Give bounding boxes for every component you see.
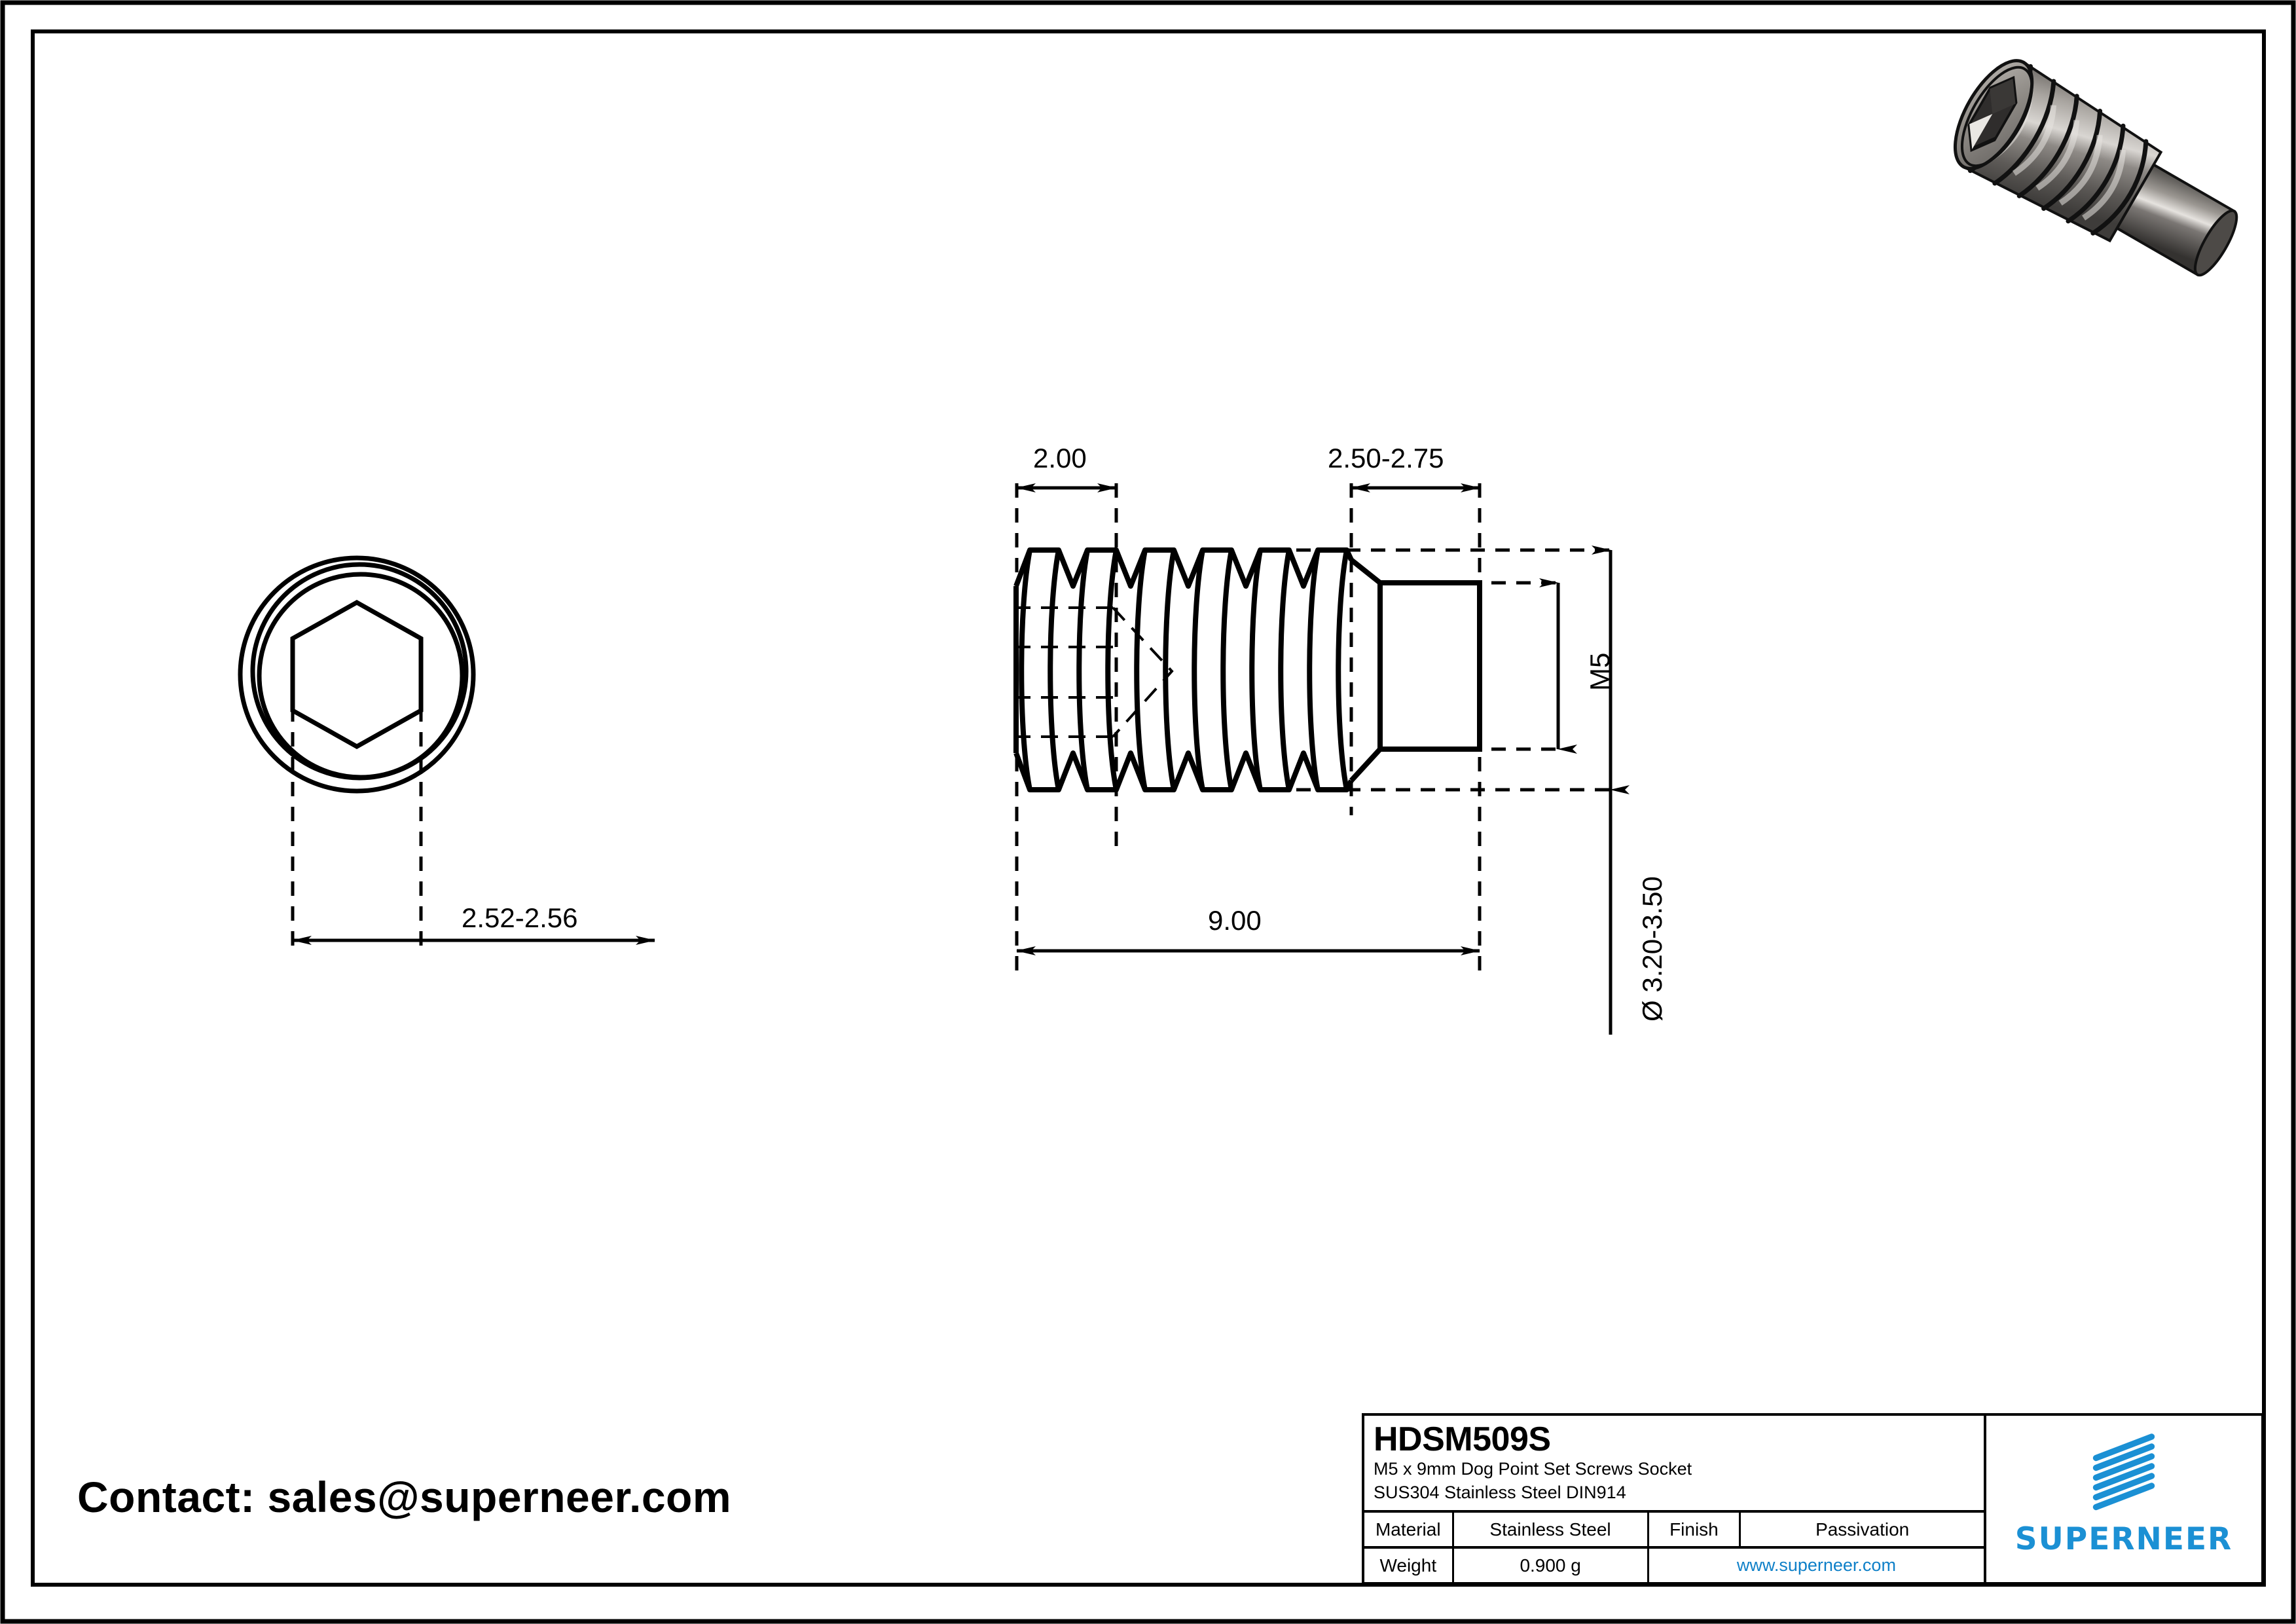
branding-area: SUPERNEER: [1986, 1416, 2261, 1582]
weight-value: 0.900 g: [1454, 1549, 1649, 1582]
title-block-left: HDSM509S M5 x 9mm Dog Point Set Screws S…: [1364, 1416, 1986, 1582]
inner-border: [31, 29, 2266, 1587]
head-inner-circle: [257, 572, 465, 780]
material-row: Material Stainless Steel Finish Passivat…: [1364, 1513, 1984, 1549]
front-view: [238, 555, 655, 953]
hex-socket: [290, 599, 424, 750]
side-view: [1013, 483, 1630, 1035]
dimension-label-pitch: 2.00: [1033, 443, 1087, 473]
weight-label: Weight: [1364, 1549, 1454, 1582]
thread-crest-top: [1013, 547, 1354, 589]
dimension-label-thread-size: M5: [1584, 652, 1615, 691]
dimension-label-dog-diameter: Ø 3.20-3.50: [1637, 876, 1667, 1022]
weight-row: Weight 0.900 g www.superneer.com: [1364, 1549, 1984, 1582]
title-block: HDSM509S M5 x 9mm Dog Point Set Screws S…: [1362, 1413, 2264, 1585]
render-3d-screw: [1953, 59, 2238, 277]
contact-text: Contact: sales@superneer.com: [77, 1473, 732, 1521]
render-head-chamfer: [1960, 65, 2033, 168]
finish-label: Finish: [1649, 1513, 1741, 1546]
website-cell[interactable]: www.superneer.com: [1649, 1549, 1984, 1582]
dimension-label-overall-length: 9.00: [1208, 905, 1262, 936]
thread-flanks: [1019, 549, 1349, 790]
superneer-wordmark: SUPERNEER: [2014, 1521, 2233, 1557]
material-value: Stainless Steel: [1454, 1513, 1649, 1546]
part-description-area: HDSM509S M5 x 9mm Dog Point Set Screws S…: [1364, 1416, 1984, 1513]
website-link[interactable]: www.superneer.com: [1736, 1555, 1896, 1575]
part-number: HDSM509S: [1374, 1420, 1551, 1458]
material-label: Material: [1364, 1513, 1454, 1546]
dog-chamfer-top: [1349, 557, 1382, 585]
render-hex-socket: [1967, 75, 2018, 153]
dog-chamfer-bottom: [1349, 747, 1382, 783]
hidden-socket-cone: [1112, 606, 1174, 738]
superneer-logo-icon: [2092, 1433, 2155, 1511]
description-line-2: SUS304 Stainless Steel DIN914: [1374, 1482, 1626, 1502]
thread-root-bottom: [1013, 750, 1354, 792]
dimension-label-across-flats: 2.52-2.56: [462, 902, 578, 933]
dog-point-body: [1377, 580, 1482, 752]
finish-value: Passivation: [1815, 1519, 1910, 1540]
description-line-1: M5 x 9mm Dog Point Set Screws Socket: [1374, 1459, 1692, 1479]
dimension-label-dogpoint-length: 2.50-2.75: [1328, 443, 1444, 473]
head-outer-circle: [238, 555, 476, 794]
